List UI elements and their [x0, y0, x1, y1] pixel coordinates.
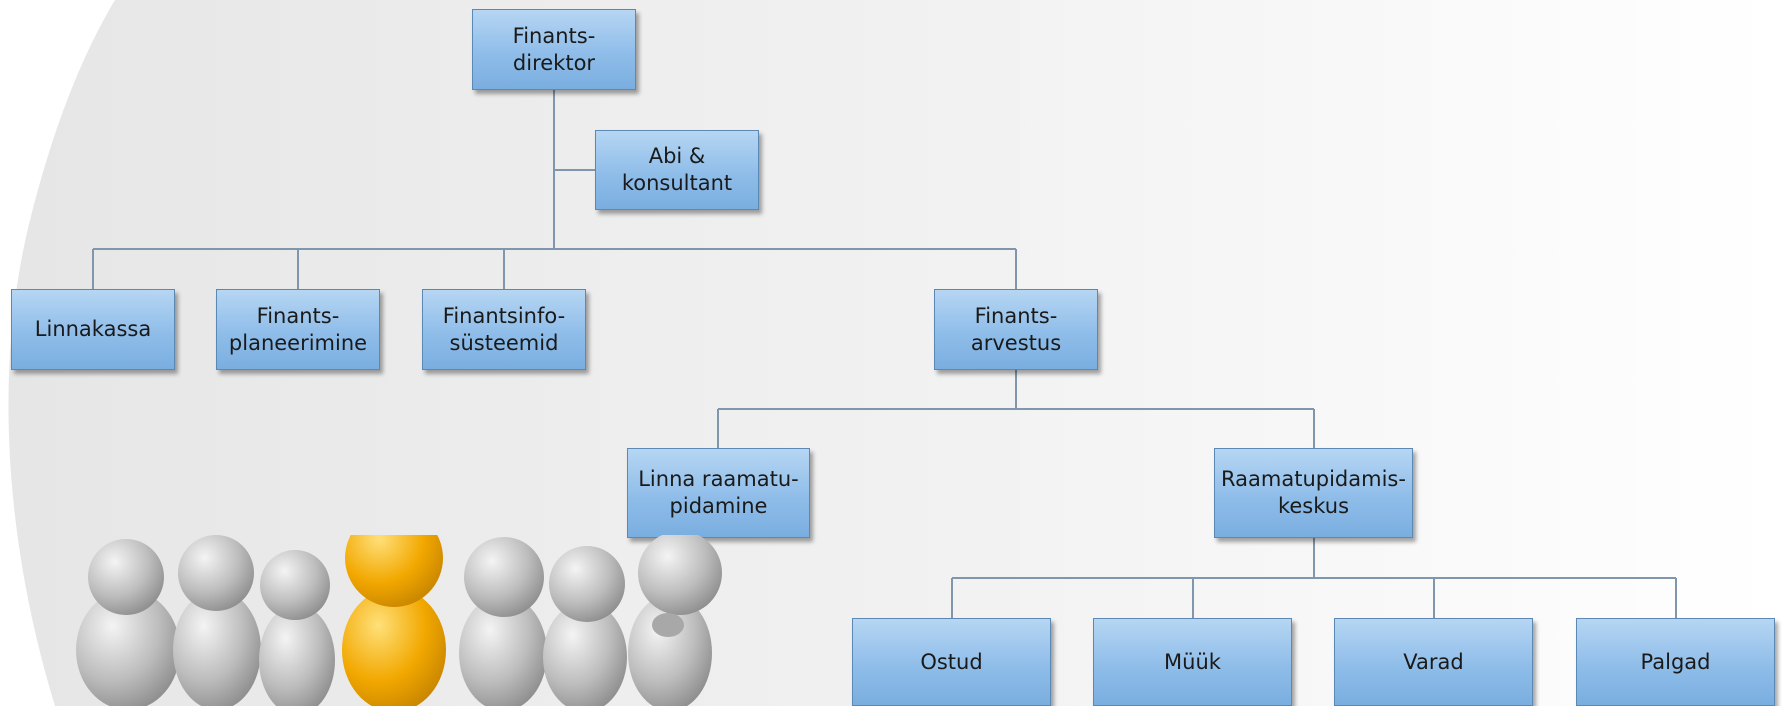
node-label: Linna raamatu- pidamine — [638, 467, 799, 518]
node-raamatupidamiskeskus: Raamatupidamis- keskus — [1214, 448, 1413, 538]
node-palgad: Palgad — [1576, 618, 1775, 706]
node-finants-direktor: Finants- direktor — [472, 9, 636, 90]
node-label: Finants- planeerimine — [228, 303, 368, 355]
node-label: Finants- arvestus — [970, 303, 1062, 355]
node-finantsinfo-systeemid: Finantsinfo- süsteemid — [422, 289, 586, 370]
node-finants-arvestus: Finants- arvestus — [934, 289, 1098, 370]
node-label: Palgad — [1640, 649, 1711, 674]
gray-figure — [459, 537, 547, 706]
node-label: Ostud — [920, 649, 983, 674]
node-label: Raamatupidamis- keskus — [1221, 467, 1406, 518]
node-varad: Varad — [1334, 618, 1533, 706]
node-label: Müük — [1164, 649, 1221, 674]
node-ostud: Ostud — [852, 618, 1051, 706]
node-label: Linnakassa — [34, 317, 152, 341]
node-linna-raamatupidamine: Linna raamatu- pidamine — [627, 448, 810, 538]
gray-figure — [76, 539, 180, 706]
node-label: Finants- direktor — [512, 23, 596, 75]
gray-figure — [543, 546, 627, 706]
node-abi-konsultant: Abi & konsultant — [595, 130, 759, 210]
node-label: Abi & konsultant — [621, 144, 733, 195]
node-label: Varad — [1403, 649, 1464, 674]
node-label: Finantsinfo- süsteemid — [442, 303, 566, 355]
node-linnakassa: Linnakassa — [11, 289, 175, 370]
gray-figure — [259, 550, 335, 706]
node-muuk: Müük — [1093, 618, 1292, 706]
gray-figure — [173, 535, 261, 706]
gray-figure — [628, 535, 722, 706]
orange-figure — [342, 535, 446, 706]
people-figures-illustration — [76, 535, 722, 706]
node-finants-planeerimine: Finants- planeerimine — [216, 289, 380, 370]
